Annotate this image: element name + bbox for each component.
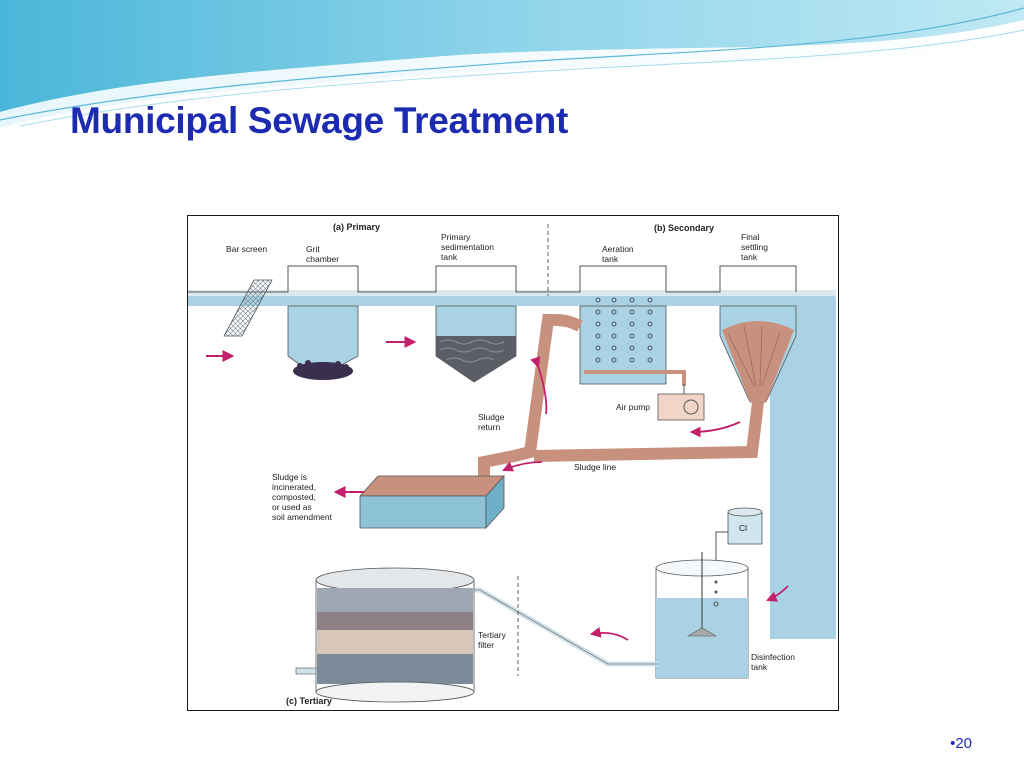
grit-chamber-icon <box>287 305 359 380</box>
diagram-artwork <box>188 224 836 703</box>
sludge-fate-label: Sludge is incinerated, composted, or use… <box>272 472 333 522</box>
slide-title: Municipal Sewage Treatment <box>70 100 569 141</box>
final-settling-tank-icon <box>719 305 797 403</box>
sludge-return-pipe <box>478 314 583 482</box>
disinfection-tank-label: Disinfection tank <box>751 652 795 672</box>
sludge-return-arrow <box>530 356 548 415</box>
air-pump-label: Air pump <box>616 402 651 412</box>
to-filter-arrow <box>589 627 629 641</box>
tank-top-outlines <box>188 265 797 293</box>
final-settling-label: Final settling tank <box>741 232 768 262</box>
tertiary-filter-icon <box>295 567 475 703</box>
aeration-tank-label: Aeration tank <box>602 244 634 264</box>
sludge-line-arrow <box>689 421 741 438</box>
primary-sedimentation-label: Primary sedimentation tank <box>441 232 494 262</box>
chlorine-tank-icon <box>715 507 763 566</box>
section-tertiary-label: (c) Tertiary <box>286 696 332 706</box>
tertiary-feed-pipe <box>474 587 658 667</box>
bar-screen-icon <box>223 279 273 337</box>
disinfection-tank-icon <box>655 552 749 679</box>
sludge-return-label: Sludge return <box>478 412 505 432</box>
slide-number: •20 <box>950 735 972 752</box>
section-primary-label: (a) Primary <box>333 222 381 232</box>
to-disinfection-arrow <box>765 585 789 602</box>
sludge-line-label: Sludge line <box>574 462 617 472</box>
sludge-line-arrow <box>502 461 543 472</box>
sludge-line-pipe <box>533 401 764 462</box>
bar-screen-label: Bar screen <box>226 244 268 254</box>
sludge-tray-icon <box>359 474 505 530</box>
section-secondary-label: (b) Secondary <box>654 223 715 233</box>
primary-sedimentation-tank-icon <box>435 305 517 383</box>
tertiary-filter-label: Tertiary filter <box>478 630 506 650</box>
air-pump-icon <box>657 384 705 421</box>
sewage-treatment-diagram: (a) Primary (b) Secondary (c) Tertiary B… <box>187 215 839 711</box>
channel-top-band <box>188 290 836 296</box>
aeration-tank-icon <box>579 297 686 386</box>
grit-chamber-label: Grit chamber <box>306 244 340 264</box>
chlorine-label: Cl <box>739 523 748 533</box>
